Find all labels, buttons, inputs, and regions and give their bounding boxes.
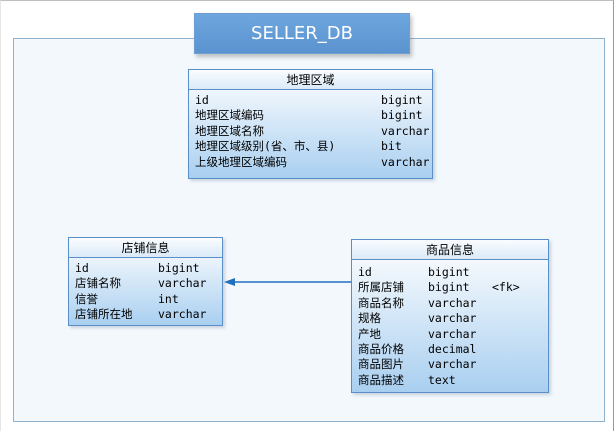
field-name: 店铺名称 bbox=[75, 276, 121, 291]
field-type: varchar bbox=[428, 311, 477, 326]
entity-product-field-row[interactable]: 产地 varchar bbox=[352, 327, 548, 342]
entity-product-field-row[interactable]: 规格 varchar bbox=[352, 311, 548, 326]
entity-store[interactable]: 店铺信息 id bigint 店铺名称 varchar 信誉 int 店铺所在地… bbox=[68, 237, 223, 326]
entity-region-title: 地理区域 bbox=[286, 73, 335, 87]
entity-store-title: 店铺信息 bbox=[121, 241, 170, 255]
entity-store-field-row[interactable]: 店铺所在地 varchar bbox=[69, 307, 222, 322]
entity-region-field-row[interactable]: 地理区域名称 varchar bbox=[189, 124, 432, 139]
entity-region-field-row[interactable]: 地理区域级别(省、市、县) bit bbox=[189, 139, 432, 154]
field-name: 所属店铺 bbox=[358, 280, 404, 295]
field-name: 地理区域名称 bbox=[195, 123, 264, 138]
field-name: 店铺所在地 bbox=[75, 307, 133, 322]
field-name: 上级地理区域编码 bbox=[195, 154, 287, 169]
entity-region-field-row[interactable]: 上级地理区域编码 varchar bbox=[189, 155, 432, 170]
field-type: bigint bbox=[381, 108, 423, 123]
entity-store-field-row[interactable]: 信誉 int bbox=[69, 292, 222, 307]
field-name: 地理区域级别(省、市、县) bbox=[195, 139, 336, 154]
field-type: varchar bbox=[428, 357, 477, 372]
entity-product-field-row[interactable]: 所属店铺 bigint <fk> bbox=[352, 280, 548, 295]
field-type: bigint bbox=[381, 93, 423, 107]
field-type: bigint bbox=[428, 280, 470, 295]
field-type: bigint bbox=[158, 261, 200, 275]
field-type: text bbox=[428, 372, 456, 387]
entity-store-field-row[interactable]: id bigint bbox=[69, 261, 222, 276]
entity-product-field-row[interactable]: 商品价格 decimal bbox=[352, 342, 548, 357]
field-name: 商品价格 bbox=[358, 341, 404, 356]
entity-product-field-row[interactable]: 商品图片 varchar bbox=[352, 357, 548, 372]
field-type: varchar bbox=[381, 123, 430, 138]
entity-region-field-row[interactable]: 地理区域编码 bigint bbox=[189, 108, 432, 123]
entity-region-header: 地理区域 bbox=[189, 70, 432, 90]
field-name: 商品名称 bbox=[358, 295, 404, 310]
arrow-anchor-icon bbox=[229, 280, 235, 284]
entity-region[interactable]: 地理区域 id bigint 地理区域编码 bigint 地理区域名称 varc… bbox=[188, 69, 433, 179]
field-type: varchar bbox=[381, 154, 430, 169]
entity-store-header: 店铺信息 bbox=[69, 238, 222, 258]
entity-region-field-row[interactable]: id bigint bbox=[189, 93, 432, 108]
entity-product-field-row[interactable]: 商品描述 text bbox=[352, 373, 548, 388]
field-type: varchar bbox=[428, 326, 477, 341]
field-type: bigint bbox=[428, 265, 470, 279]
entity-product-field-row[interactable]: id bigint bbox=[352, 265, 548, 280]
field-name: 规格 bbox=[358, 311, 381, 326]
entity-product-title: 商品信息 bbox=[425, 243, 474, 257]
field-type: varchar bbox=[428, 295, 477, 310]
entity-product-header: 商品信息 bbox=[352, 240, 548, 260]
field-name: id bbox=[195, 93, 209, 107]
field-name: 地理区域编码 bbox=[195, 108, 264, 123]
field-name: 商品描述 bbox=[358, 372, 404, 387]
field-type: varchar bbox=[158, 307, 207, 322]
entity-product[interactable]: 商品信息 id bigint 所属店铺 bigint <fk> 商品名称 var… bbox=[351, 239, 549, 393]
field-name: 商品图片 bbox=[358, 357, 404, 372]
field-name: id bbox=[358, 265, 372, 279]
field-name: id bbox=[75, 261, 89, 275]
entity-store-field-row[interactable]: 店铺名称 varchar bbox=[69, 276, 222, 291]
field-key-note: <fk> bbox=[492, 280, 520, 295]
package-title-text: SELLER_DB bbox=[251, 23, 353, 44]
field-name: 产地 bbox=[358, 326, 381, 341]
field-type: int bbox=[158, 291, 179, 306]
field-name: 信誉 bbox=[75, 291, 98, 306]
entity-product-field-row[interactable]: 商品名称 varchar bbox=[352, 296, 548, 311]
field-type: decimal bbox=[428, 341, 477, 356]
package-title[interactable]: SELLER_DB bbox=[194, 13, 410, 54]
field-type: bit bbox=[381, 139, 402, 154]
field-type: varchar bbox=[158, 276, 207, 291]
